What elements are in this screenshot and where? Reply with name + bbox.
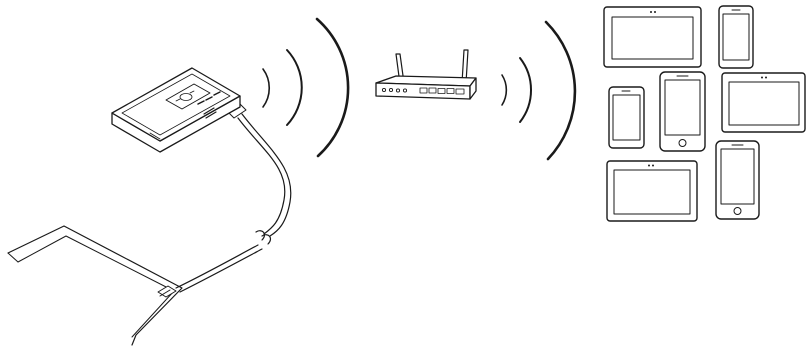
phone-icon [719,6,753,68]
phone-icon [716,141,759,219]
phone-icon [609,87,644,148]
wireless-router-icon [376,50,476,99]
mobile-wifi-router-icon [112,68,240,152]
computer-icon [8,226,182,345]
tablet-icon [722,73,805,132]
devices-icon [604,6,805,221]
wifi-signal-icon [502,22,575,159]
tablet-icon [607,161,697,221]
wifi-signal-icon [263,19,348,156]
tablet-icon [604,7,701,67]
phone-icon [660,72,705,151]
